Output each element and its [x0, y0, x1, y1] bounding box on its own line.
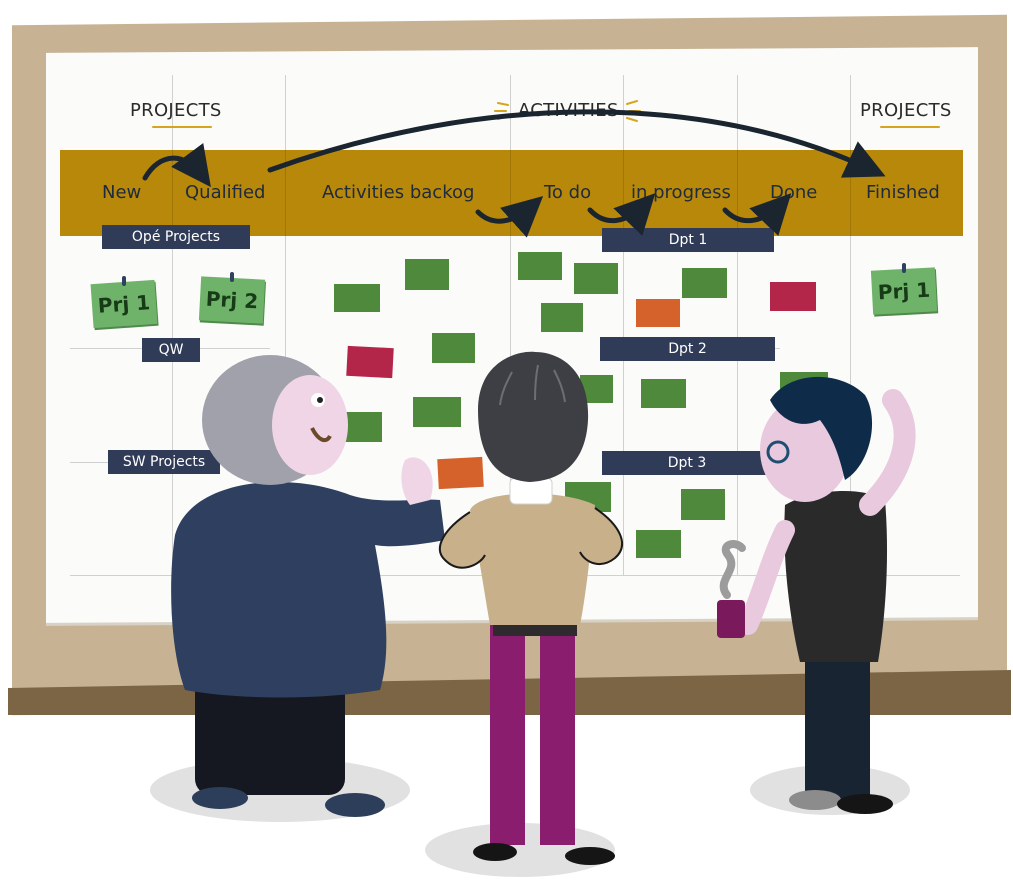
sticky-note	[770, 282, 816, 311]
title-underline	[880, 126, 940, 128]
pin-icon	[122, 276, 126, 286]
band-divider	[737, 150, 738, 236]
sticky-note	[636, 530, 681, 558]
sticky-note	[334, 284, 380, 312]
sticky-note	[432, 333, 475, 363]
lane-ribbon-ope-projects: Opé Projects	[102, 225, 250, 249]
person-left	[171, 355, 445, 817]
lane-ribbon-dpt2: Dpt 2	[600, 337, 775, 361]
column-label-to-do: To do	[544, 182, 592, 203]
sticky-note	[413, 397, 461, 427]
sticky-note	[636, 299, 680, 327]
band-divider	[623, 150, 624, 236]
lane-ribbon-dpt3: Dpt 3	[602, 451, 772, 475]
column-divider	[737, 75, 738, 575]
column-label-qualified: Qualified	[185, 182, 266, 203]
sticky-note	[682, 268, 727, 298]
column-label-in-progress: in progress	[631, 182, 731, 203]
column-divider	[510, 75, 511, 575]
pin-icon	[230, 272, 234, 282]
sticky-note	[574, 263, 618, 294]
column-divider	[172, 75, 173, 575]
sticky-note	[518, 252, 562, 280]
column-divider	[285, 75, 286, 575]
sticky-note	[641, 379, 686, 408]
arrow-curve-icon	[142, 109, 886, 238]
band-divider	[285, 150, 286, 236]
title-underline	[152, 126, 212, 128]
column-label-finished: Finished	[866, 182, 940, 203]
column-label-activities-backlog: Activities backog	[322, 182, 475, 203]
sticky-note	[405, 259, 449, 290]
band-divider	[510, 150, 511, 236]
band-divider	[850, 150, 851, 236]
person-right	[717, 376, 916, 814]
sticky-note	[681, 489, 725, 520]
band-divider	[172, 150, 173, 236]
column-label-new: New	[102, 182, 142, 203]
lane-ribbon-sw-projects: SW Projects	[108, 450, 220, 474]
person-middle	[439, 351, 624, 865]
steam-icon	[719, 540, 746, 599]
left-section-title: PROJECTS	[130, 100, 222, 121]
column-divider	[623, 75, 624, 575]
lane-ribbon-qw: QW	[142, 338, 200, 362]
column-divider	[850, 75, 851, 575]
sticky-note	[541, 303, 583, 332]
pin-icon	[902, 263, 906, 273]
right-section-title: PROJECTS	[860, 100, 952, 121]
